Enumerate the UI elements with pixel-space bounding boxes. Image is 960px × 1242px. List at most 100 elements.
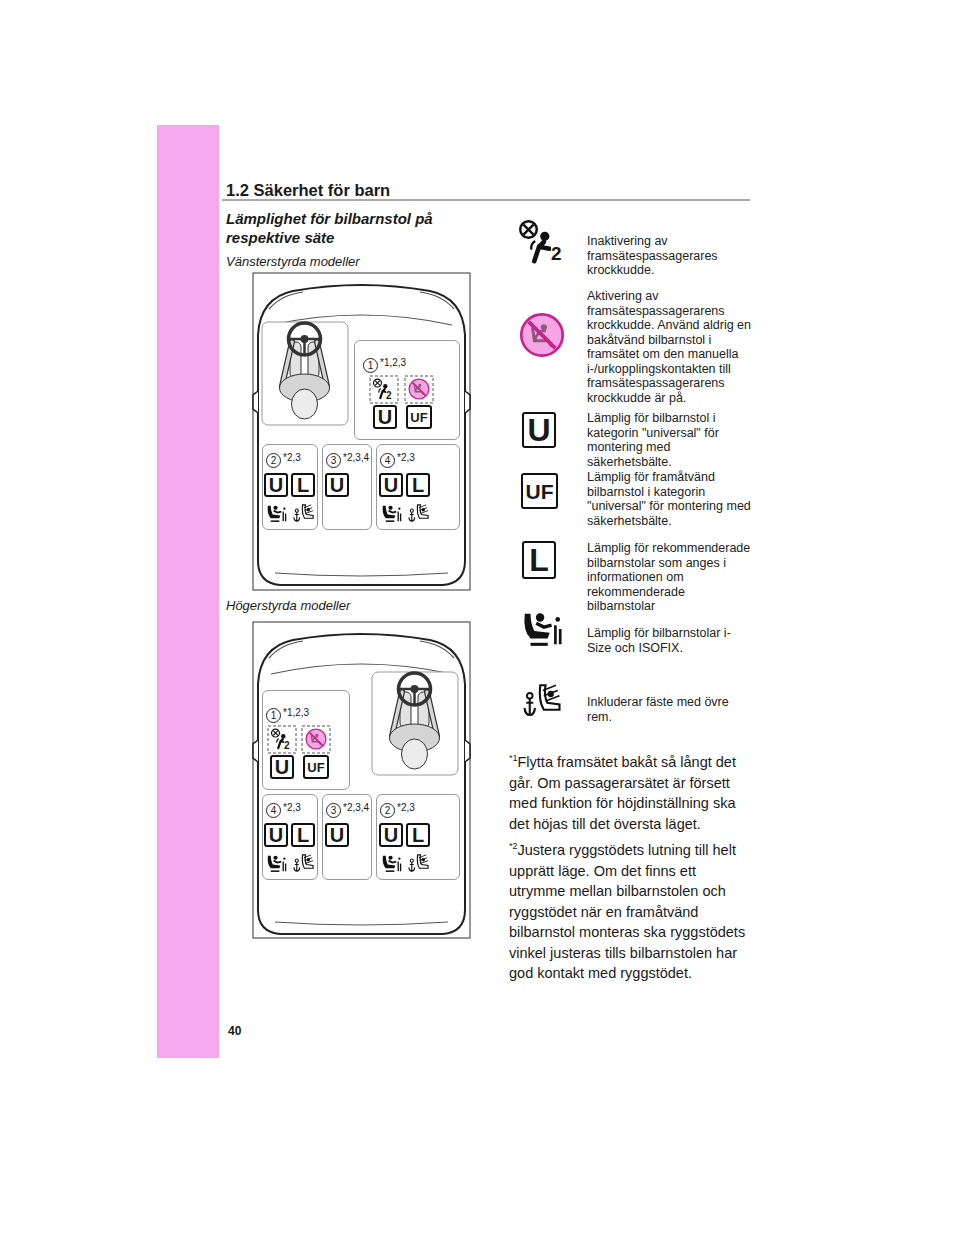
symbol-box: U — [325, 823, 349, 847]
symbol-box: UF — [406, 405, 432, 429]
seat-label: 1*1,2,3 — [266, 708, 309, 723]
seat-icons — [268, 726, 428, 871]
side-bar — [157, 125, 219, 1058]
symbol-box: U — [325, 473, 349, 497]
driver-seat — [372, 672, 458, 775]
icon-digit: 2 — [284, 741, 290, 751]
seat-icons — [268, 376, 433, 521]
symbol-box: L — [522, 541, 556, 579]
symbol-letter: U — [384, 475, 398, 495]
footnote-mark: *2 — [509, 841, 518, 851]
callout-number: 2 — [380, 803, 395, 818]
symbol-box: L — [406, 823, 430, 847]
legend-text: Lämplig för bilbarnstol i kategorin "uni… — [587, 411, 755, 469]
footnote-ref: *1,2,3 — [283, 707, 309, 718]
symbol-letter: U — [527, 414, 550, 446]
seat-label: 3*2,3,4 — [326, 803, 369, 818]
figure-frame — [253, 273, 470, 590]
seat-position: 4*2,3UL — [262, 794, 318, 880]
symbol-letter: L — [297, 825, 309, 845]
footnote-ref: *2,3 — [397, 802, 415, 813]
page-text: Högerstyrda modeller — [226, 598, 350, 613]
symbol-box: UF — [521, 473, 558, 509]
symbol-box: U — [264, 823, 288, 847]
footnote-ref: *2,3 — [283, 452, 301, 463]
callout-number: 2 — [266, 453, 281, 468]
page-text: Vänsterstyrda modeller — [226, 254, 360, 269]
callout-number: 1 — [266, 708, 281, 723]
symbol-box: U — [522, 412, 556, 448]
symbol-letter: U — [269, 825, 283, 845]
symbol-letter: U — [378, 407, 392, 427]
seat-position: 2*2,3UL — [262, 444, 318, 530]
legend-text: Inaktivering av framsätespassagerares kr… — [587, 234, 755, 278]
footnote-text: Justera ryggstödets lutning till helt up… — [509, 842, 745, 981]
seat-label: 2*2,3 — [380, 803, 415, 818]
footnote: *2Justera ryggstödets lutning till helt … — [509, 840, 753, 984]
symbol-letter: L — [412, 825, 424, 845]
icon-digit: 2 — [386, 391, 392, 401]
legend-text: Aktivering av framsätespassagerarens kro… — [587, 289, 755, 405]
callout-number: 3 — [326, 453, 341, 468]
seat-label: 1*1,2,3 — [363, 358, 406, 373]
symbol-letter: UF — [410, 411, 427, 424]
page-text: 40 — [228, 1024, 241, 1038]
footnote-text: Flytta framsätet bakåt så långt det går.… — [509, 754, 736, 832]
seat-label: 4*2,3 — [266, 803, 301, 818]
seat-label: 3*2,3,4 — [326, 453, 369, 468]
symbol-box: U — [379, 473, 403, 497]
page-text: 1.2 Säkerhet för barn — [226, 181, 390, 200]
symbol-box: L — [291, 823, 315, 847]
footnote: *1Flytta framsätet bakåt så långt det gå… — [509, 752, 753, 834]
legend-text: Lämplig för bilbarnstolar i-Size och ISO… — [587, 626, 755, 655]
symbol-letter: U — [269, 475, 283, 495]
symbol-box: U — [264, 473, 288, 497]
seat-position: 4*2,3UL — [376, 444, 460, 530]
footnote-ref: *2,3 — [283, 802, 301, 813]
footnote-mark: *1 — [509, 753, 518, 763]
callout-number: 1 — [363, 358, 378, 373]
symbol-box: U — [373, 405, 397, 429]
callout-number: 4 — [380, 453, 395, 468]
seat-label: 2*2,3 — [266, 453, 301, 468]
symbol-box: L — [291, 473, 315, 497]
symbol-letter: U — [384, 825, 398, 845]
legend-icons — [520, 221, 562, 715]
footnote-ref: *2,3,4 — [343, 802, 369, 813]
legend-text: Inkluderar fäste med övre rem. — [587, 695, 755, 724]
symbol-box: U — [270, 755, 294, 779]
symbol-box: UF — [303, 755, 329, 779]
symbol-letter: U — [275, 757, 289, 777]
seat-position: 3*2,3,4U — [322, 794, 372, 880]
car-outline — [253, 285, 470, 585]
footnote-ref: *2,3,4 — [343, 452, 369, 463]
symbol-letter: L — [297, 475, 309, 495]
symbol-box: L — [406, 473, 430, 497]
symbol-letter: U — [330, 825, 344, 845]
seat-position: 3*2,3,4U — [322, 444, 372, 530]
symbol-box: U — [379, 823, 403, 847]
symbol-letter: L — [529, 544, 549, 576]
symbol-letter: UF — [526, 481, 554, 502]
icon-digit: 2 — [551, 244, 562, 263]
symbol-letter: UF — [307, 761, 324, 774]
header-rule — [222, 200, 750, 201]
seat-position: 1*1,2,3U UF — [262, 690, 350, 790]
symbol-letter: L — [412, 475, 424, 495]
figure-frame — [253, 622, 470, 938]
seat-position: 2*2,3UL — [376, 794, 460, 880]
seat-label: 4*2,3 — [380, 453, 415, 468]
legend-text: Lämplig för rekommenderade bilbarnstolar… — [587, 541, 755, 614]
legend-text: Lämplig för framåtvänd bilbarnstol i kat… — [587, 470, 755, 528]
callout-number: 3 — [326, 803, 341, 818]
symbol-letter: U — [330, 475, 344, 495]
footnote-ref: *1,2,3 — [380, 357, 406, 368]
section-title: Lämplighet för bilbarnstol på respektive… — [226, 209, 466, 247]
footnote-ref: *2,3 — [397, 452, 415, 463]
seat-position: 1*1,2,3U UF — [354, 340, 460, 440]
driver-seat — [262, 322, 348, 425]
footnotes: *1Flytta framsätet bakåt så långt det gå… — [509, 752, 753, 990]
callout-number: 4 — [266, 803, 281, 818]
